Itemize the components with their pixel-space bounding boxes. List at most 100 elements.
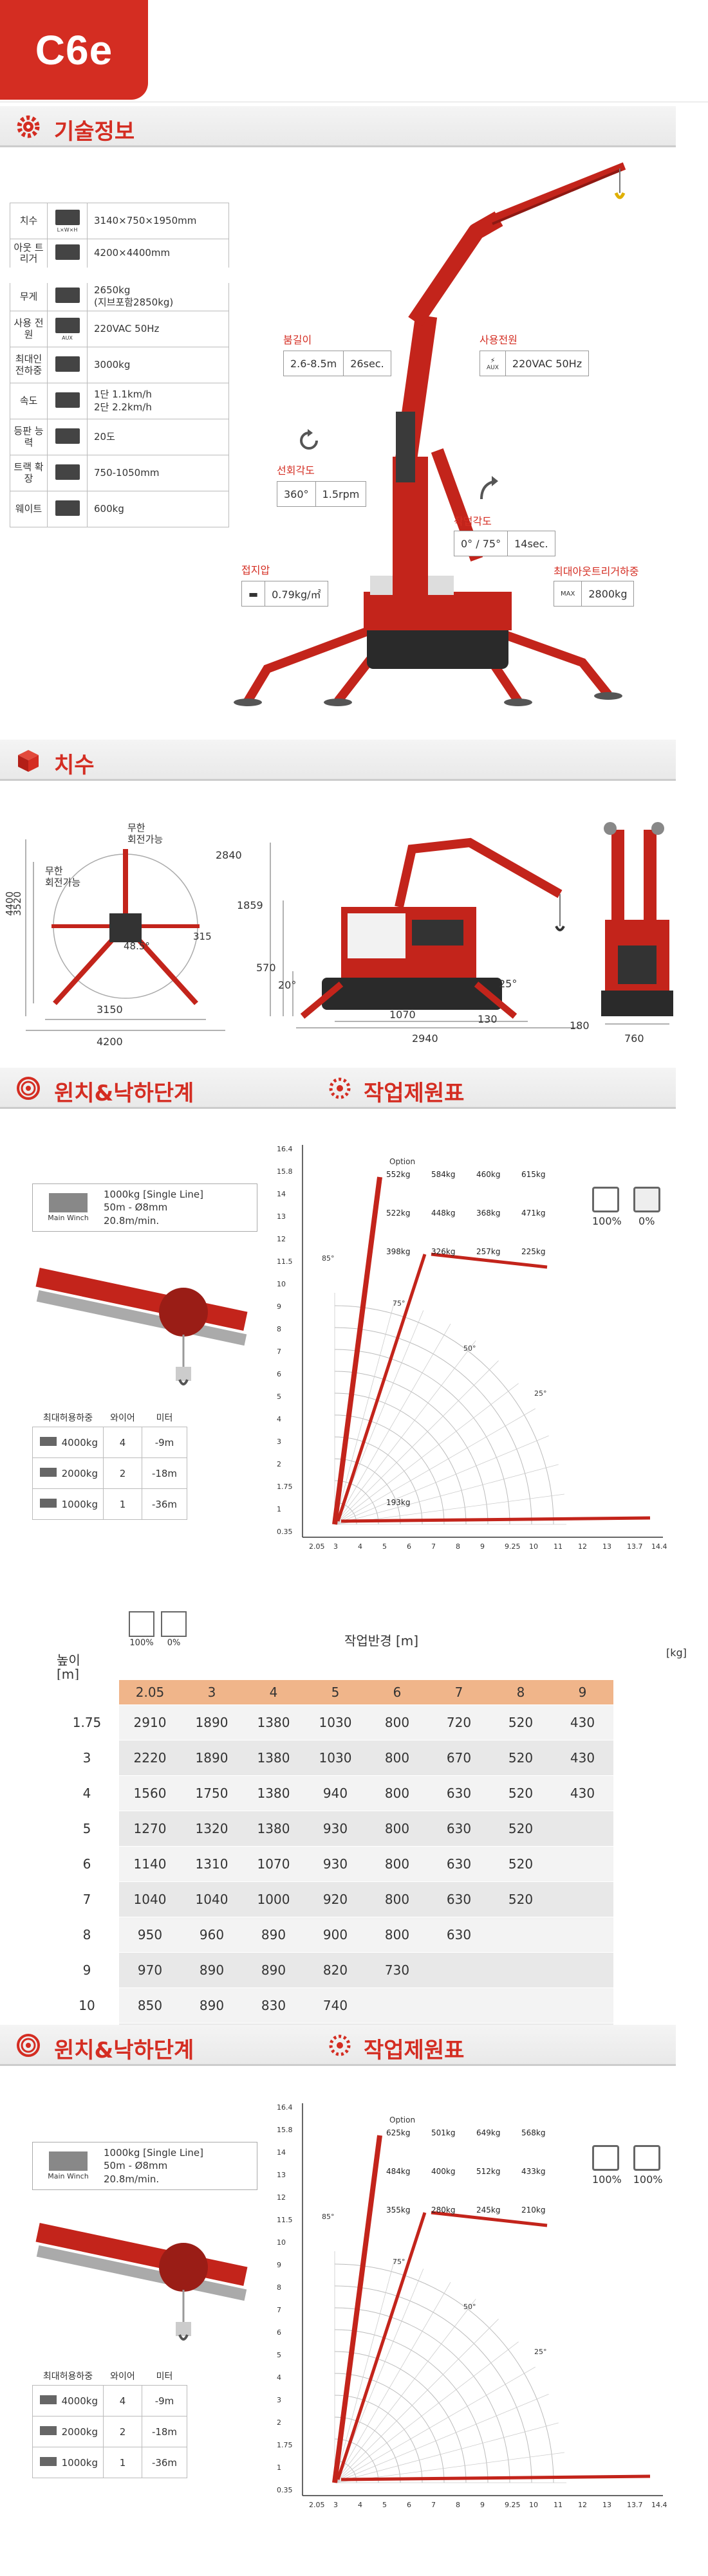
x-tick-label: 13.7 [627, 2501, 643, 2509]
hook-block-icon [39, 1498, 57, 1508]
rotation-text-1: 무한 회전가능 [127, 822, 163, 845]
load-cell [552, 1917, 613, 1953]
y-tick-label: 2 [277, 1460, 281, 1468]
power-label: 사용전원 [480, 334, 517, 346]
main-winch-icon: Main Winch [33, 1193, 104, 1222]
boom-85 [332, 2135, 382, 2483]
load-label: 193kg [386, 1498, 410, 1507]
load-cell: 1890 [181, 1740, 243, 1776]
y-tick-label: 1.75 [277, 2441, 293, 2449]
range-ray [334, 1301, 395, 1525]
load-table-ratio: 100% 0% [129, 1611, 187, 1648]
y-tick-label: 7 [277, 2306, 281, 2314]
range-ray [334, 2319, 499, 2483]
y-tick-label: 9 [277, 2261, 281, 2269]
load-cell: 630 [428, 1881, 490, 1917]
ground-pressure-box: ▬ 0.79kg/㎡ [241, 581, 328, 607]
y-tick-label: 9 [277, 1302, 281, 1311]
y-tick-label: 1.75 [277, 1483, 293, 1491]
winch-col-header: 미터 [156, 2371, 173, 2382]
spec-label: 사용 전원 [10, 311, 48, 347]
load-cell [428, 1987, 490, 2023]
load-cell [490, 1917, 552, 1953]
option-label: Option [389, 2115, 415, 2124]
slew-angle-value: 360° [284, 488, 309, 500]
winch-load: 4000kg [61, 1436, 98, 1448]
spec-row: 속도 1단 1.1km/h 2단 2.2km/h [10, 383, 229, 419]
y-tick-label: 5 [277, 1393, 281, 1401]
y-tick-label: 14 [277, 2148, 286, 2157]
height-cell: 5 [55, 1811, 119, 1847]
dim-front-track: 180 [570, 1019, 590, 1032]
spec-icon [47, 275, 88, 311]
winch-load-cell: 1000kg [32, 2447, 104, 2478]
winch-load: 2000kg [61, 1467, 98, 1479]
angle-label: 25° [534, 2348, 547, 2356]
x-tick-label: 6 [407, 1542, 411, 1551]
spec-label: 속도 [10, 383, 48, 419]
dotted-ring-icon [329, 1077, 351, 1099]
range-ray [334, 1435, 549, 1525]
x-tick-label: 10 [529, 1542, 538, 1551]
radius-header: 9 [552, 1680, 613, 1705]
crane-illustration [234, 162, 626, 706]
dim-height-2: 4400 [4, 891, 15, 916]
load-cell: 850 [119, 1987, 181, 2023]
plug-icon: ⚡AUX [487, 356, 499, 371]
load-cell: 430 [552, 1704, 613, 1740]
spec-label: 웨이트 [10, 491, 48, 527]
spec-label: 치수 [10, 203, 48, 239]
height-cell: 7 [55, 1881, 119, 1917]
load-cell: 1380 [243, 1740, 304, 1776]
load-cell: 740 [304, 1987, 366, 2023]
load-cell: 630 [428, 1811, 490, 1847]
winch-meter: -18m [142, 1457, 187, 1489]
load-label: 210kg [521, 2206, 545, 2215]
load-cell: 890 [243, 1952, 304, 1988]
ratio-item-a: 100% [129, 1611, 154, 1648]
range-ray [334, 1408, 536, 1525]
work-angle-value: 0° / 75° [461, 537, 501, 550]
winch-wire: 4 [103, 1427, 142, 1458]
load-label: 326kg [431, 1247, 455, 1256]
load-cell: 1320 [181, 1811, 243, 1847]
load-label: 368kg [476, 1209, 500, 1218]
winch-col-header: 와이어 [110, 1413, 135, 1423]
y-tick-label: 0.35 [277, 2486, 293, 2494]
load-label: 448kg [431, 1209, 455, 1218]
load-cell: 1040 [119, 1881, 181, 1917]
spec-value: 220VAC 50Hz [87, 311, 229, 347]
y-tick-label: 7 [277, 1347, 281, 1356]
jib-line [431, 2211, 548, 2227]
load-cell: 1380 [243, 1775, 304, 1811]
spec-glyph-icon [55, 464, 80, 480]
winch-load: 2000kg [61, 2425, 98, 2438]
spec-value: 1단 1.1km/h 2단 2.2km/h [87, 383, 229, 419]
boom-0 [340, 2474, 651, 2481]
winch-meter: -36m [142, 1488, 187, 1520]
load-cell: 520 [490, 1846, 552, 1882]
load-table-x-title: 작업반경 [m] [344, 1633, 419, 1649]
y-tick-label: 4 [277, 1415, 281, 1423]
load-label: 584kg [431, 1170, 455, 1179]
max-icon: MAX [561, 590, 575, 598]
load-cell: 1040 [181, 1881, 243, 1917]
spec-icon-caption: L×W×H [57, 226, 78, 233]
load-cell: 1030 [304, 1704, 366, 1740]
load-cell [552, 1846, 613, 1882]
section-work-chart-title-1: 작업제원표 [364, 1081, 465, 1106]
load-label: 400kg [431, 2167, 455, 2176]
load-cell: 520 [490, 1704, 552, 1740]
y-tick-label: 2 [277, 2418, 281, 2427]
work-angle-time: 14sec. [507, 531, 554, 556]
gear-icon [17, 115, 40, 138]
y-tick-label: 8 [277, 1325, 281, 1333]
winch-coil-icon [17, 1077, 40, 1100]
range-ray [334, 1464, 559, 1525]
